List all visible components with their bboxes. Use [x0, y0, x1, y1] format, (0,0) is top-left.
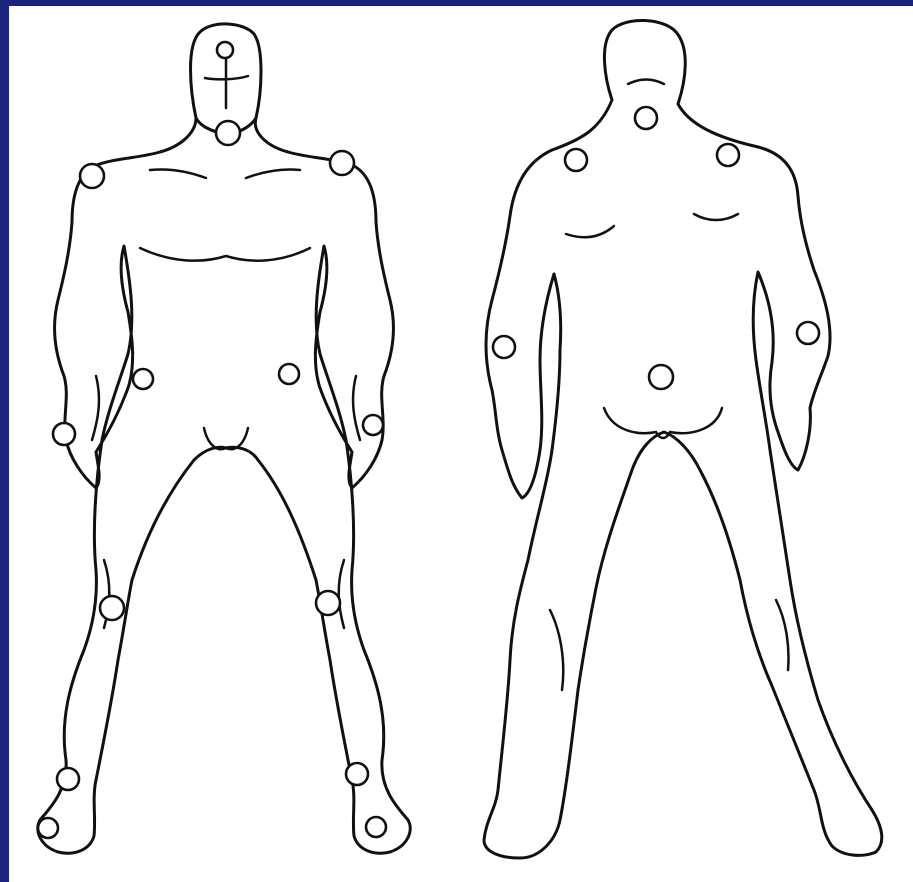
- back-marker-right-shoulder: [717, 144, 739, 166]
- back-figure: [484, 20, 882, 858]
- front-marker-right-wrist: [363, 415, 383, 435]
- front-marker-right-shoulder: [330, 151, 354, 175]
- front-marker-left-wrist: [53, 423, 75, 445]
- back-marker-right-elbow: [797, 322, 819, 344]
- back-marker-left-shoulder: [565, 149, 587, 171]
- front-marker-right-ankle: [346, 763, 368, 785]
- front-marker-right-elbow: [279, 364, 299, 384]
- back-marker-sacrum: [649, 365, 673, 389]
- front-marker-right-knee: [316, 591, 340, 615]
- back-body: [484, 20, 882, 858]
- front-marker-left-ankle: [57, 768, 79, 790]
- back-marker-neck: [635, 107, 657, 129]
- front-body: [38, 118, 411, 853]
- front-marker-right-toe: [366, 817, 386, 837]
- front-marker-left-shoulder: [80, 164, 104, 188]
- front-marker-left-elbow: [133, 369, 153, 389]
- front-marker-forehead: [217, 42, 233, 58]
- front-marker-chin: [216, 121, 240, 145]
- front-marker-left-toe: [38, 818, 58, 838]
- front-figure: [38, 24, 411, 853]
- front-marker-left-knee: [100, 596, 124, 620]
- back-marker-left-elbow: [493, 336, 515, 358]
